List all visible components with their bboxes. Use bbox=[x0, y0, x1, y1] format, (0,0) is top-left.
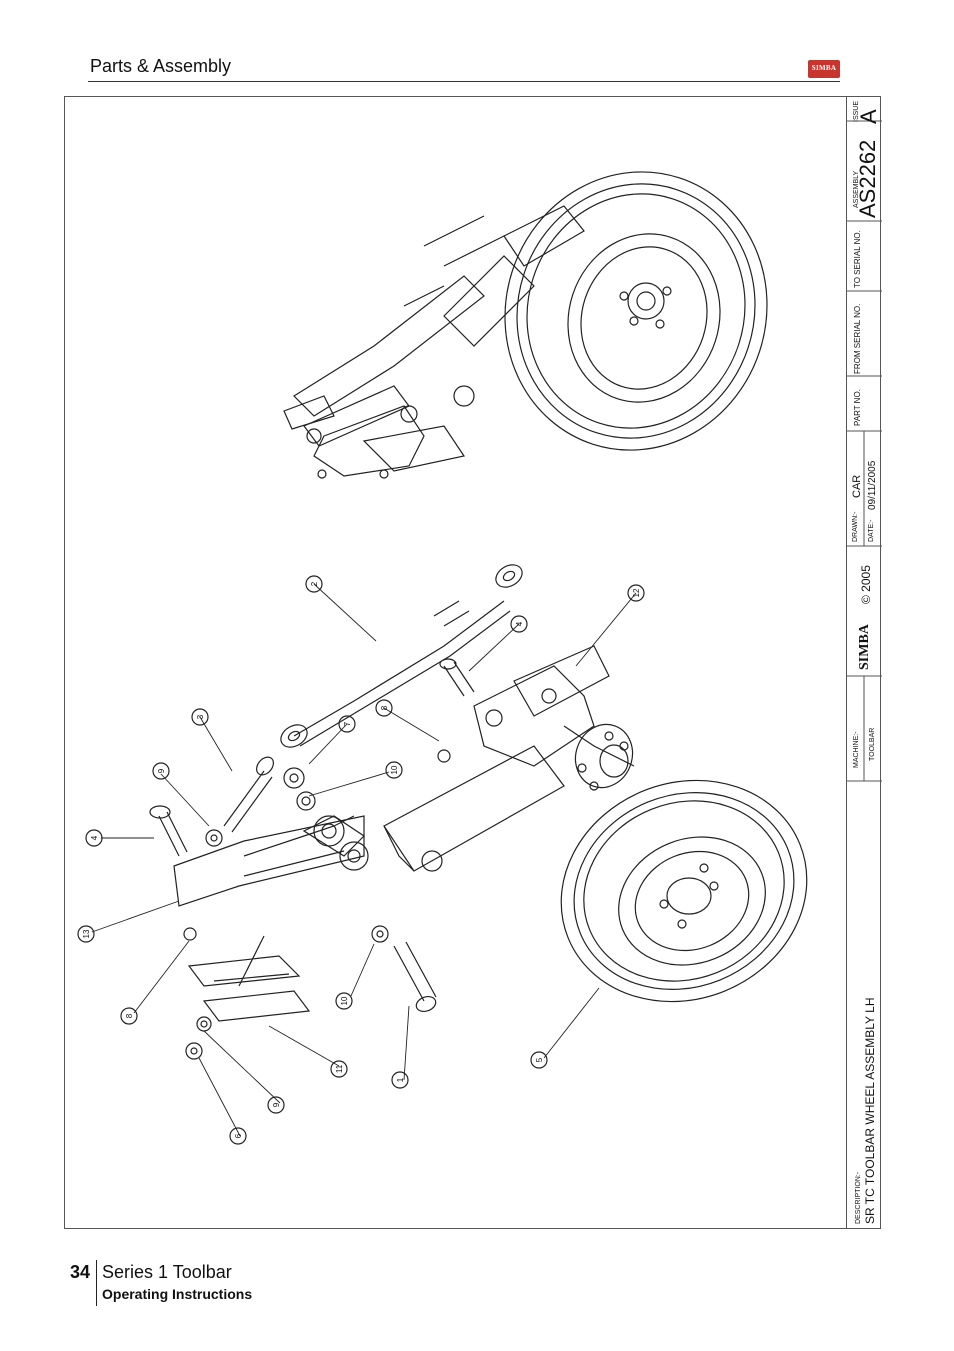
callout-11: 11 bbox=[335, 1064, 344, 1073]
callout-1: 1 bbox=[396, 1077, 405, 1082]
page-header-title: Parts & Assembly bbox=[90, 56, 232, 76]
page-number: 34 bbox=[70, 1262, 91, 1282]
drawn-label: DRAWN:- bbox=[852, 511, 859, 542]
leader-lines bbox=[91, 583, 637, 1137]
description-label: DESCRIPTION:- bbox=[855, 1171, 862, 1224]
callout-4: 4 bbox=[90, 835, 99, 840]
machine-label: MACHINE:- bbox=[853, 731, 860, 768]
footer-series: Series 1 Toolbar bbox=[102, 1262, 232, 1282]
drawn-value: CAR bbox=[851, 474, 863, 498]
callout-9: 9 bbox=[157, 768, 166, 773]
machine-value: TOOLBAR bbox=[869, 727, 876, 761]
assembly-number: AS2262 bbox=[855, 139, 880, 218]
callout-8: 8 bbox=[125, 1013, 134, 1018]
footer-subtitle: Operating Instructions bbox=[102, 1286, 253, 1302]
part-no-label: PART NO. bbox=[853, 389, 862, 426]
issue-value: A bbox=[856, 109, 881, 124]
callout-12: 12 bbox=[632, 588, 641, 597]
copyright: © 2005 bbox=[859, 565, 873, 604]
callout-3: 3 bbox=[196, 714, 205, 719]
callout-13: 13 bbox=[82, 929, 91, 938]
callout-5: 5 bbox=[535, 1057, 544, 1062]
header-rule bbox=[88, 81, 840, 82]
simba-titleblock-logo: SIMBA bbox=[857, 624, 872, 670]
date-value: 09/11/2005 bbox=[867, 460, 878, 510]
exploded-parts bbox=[149, 564, 808, 1060]
callout-circles bbox=[77, 575, 645, 1145]
simba-logo-text: SIMBA bbox=[811, 64, 837, 72]
from-serial-label: FROM SERIAL NO. bbox=[853, 303, 862, 374]
to-serial-label: TO SERIAL NO. bbox=[853, 230, 862, 288]
title-block-grid bbox=[847, 120, 882, 782]
callout-8: 8 bbox=[380, 705, 389, 710]
assembled-wheel-view bbox=[283, 171, 768, 479]
callout-7: 7 bbox=[343, 721, 352, 726]
description-value: SR TC TOOLBAR WHEEL ASSEMBLY LH bbox=[863, 997, 877, 1224]
date-label: DATE:- bbox=[868, 519, 875, 542]
title-block: ISSUE A ASSEMBLY AS2262 TO SERIAL NO. FR… bbox=[846, 96, 882, 1229]
callout-4: 4 bbox=[515, 621, 524, 626]
callout-9: 9 bbox=[272, 1102, 281, 1107]
simba-logo: SIMBA bbox=[808, 60, 840, 78]
drawing-frame bbox=[64, 96, 881, 1229]
callout-6: 6 bbox=[234, 1133, 243, 1138]
footer-divider bbox=[96, 1260, 97, 1306]
callout-10: 10 bbox=[390, 765, 399, 774]
callout-10: 10 bbox=[340, 996, 349, 1005]
callout-2: 2 bbox=[310, 581, 319, 586]
